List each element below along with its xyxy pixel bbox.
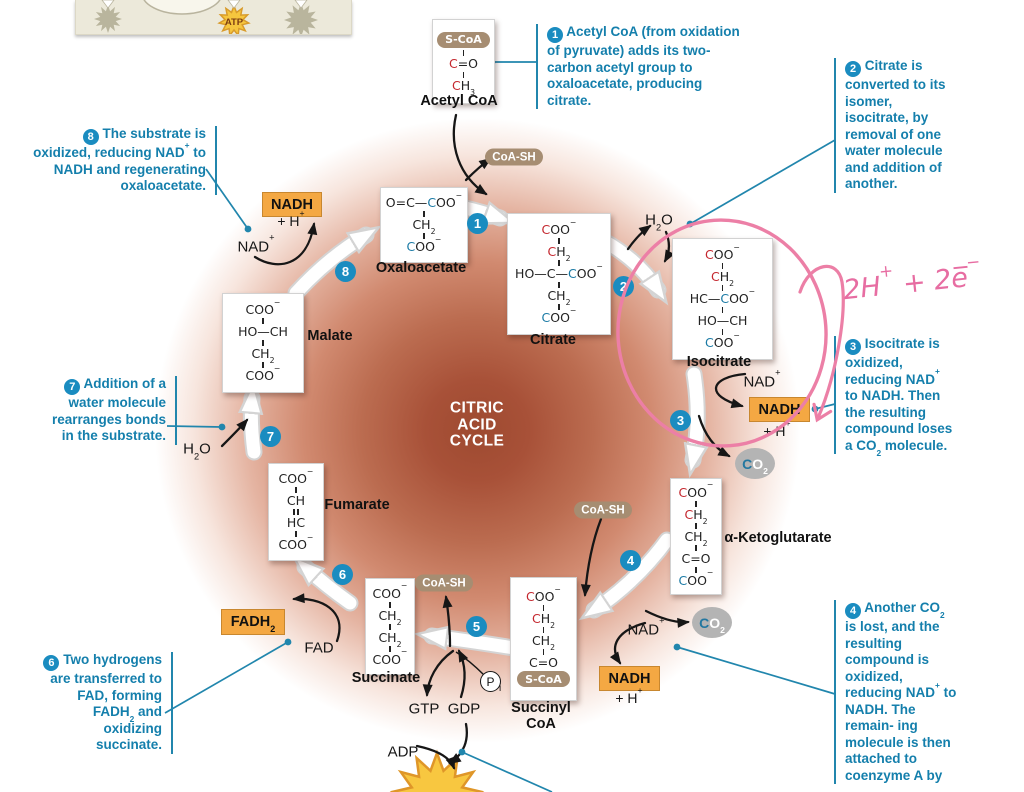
cycle-title-line: ACID: [457, 415, 497, 433]
callout-1: 1 Acetyl CoA (from oxidation of pyruvate…: [536, 24, 741, 110]
inset-graphics: ATP: [94, 0, 318, 34]
h2o-label: H2O: [645, 211, 673, 233]
step-badge-3: 3: [670, 410, 691, 431]
nad-plus-label: NAD+: [743, 367, 781, 391]
pi-icon: P: [480, 671, 501, 692]
molecule-label-malate: Malate: [307, 328, 353, 344]
inset-atp-label: ATP: [225, 17, 244, 28]
inset-cycle-oval: [143, 0, 221, 15]
coash-pill-3: CoA-SH: [415, 574, 473, 592]
callout-7: 7 Addition of a water molecule rearrange…: [48, 376, 177, 445]
nadh-box-1: NADH: [262, 192, 322, 217]
output-starburst-icon: [284, 3, 318, 34]
h2o-label: H2O: [183, 440, 211, 462]
nadh-label: NADH: [608, 670, 651, 687]
molecule-label-oxaloacetate: Oxaloacetate: [375, 260, 467, 276]
pi-subscript: i: [499, 683, 502, 694]
step-badge-8: 8: [335, 261, 356, 282]
co2-badge-1: CO2: [735, 448, 775, 479]
nadh-box-3: NADH: [599, 666, 660, 691]
step-badge-2: 2: [613, 276, 634, 297]
callout-6: 6 Two hydrogens are transferred to FAD, …: [36, 652, 173, 754]
atp-starburst-icon: [217, 3, 251, 34]
step-badge-6: 6: [332, 564, 353, 585]
coash-pill-1: CoA-SH: [485, 148, 543, 166]
molecule-label-isocitrate: Isocitrate: [686, 354, 752, 370]
down-arrow-icon: [227, 0, 241, 9]
step-badge-7: 7: [260, 426, 281, 447]
fadh2-box: FADH2: [221, 609, 285, 635]
fad-label: FAD: [304, 639, 334, 657]
plus-h-label: + H+: [763, 418, 791, 439]
step-badge-4: 4: [620, 550, 641, 571]
molecule-label-succinyl-coa: Succinyl CoA: [511, 700, 571, 732]
molecule-label-alpha-ketoglutarate: α-Ketoglutarate: [724, 530, 832, 546]
coash-pill-2: CoA-SH: [574, 501, 632, 519]
nadh-box-2: NADH: [749, 397, 810, 422]
gdp-label: GDP: [447, 700, 481, 718]
plus-h-label: + H+: [615, 685, 643, 706]
cycle-title-line: CITRIC: [449, 399, 505, 417]
callout-4: 4 Another CO2 is lost, and the resulting…: [834, 600, 959, 785]
handwritten-note: 2H+ + 2e̅−: [841, 250, 982, 307]
step-badge-5: 5: [466, 616, 487, 637]
cycle-title-line: CYCLE: [449, 432, 505, 450]
nadh-label: NADH: [758, 401, 801, 418]
pi-label: P: [486, 674, 495, 689]
callout-2: 2 Citrate is converted to its isomer, is…: [834, 58, 947, 193]
co2-label: CO2: [742, 455, 768, 477]
inset-overview-strip: ATP: [75, 0, 352, 35]
adp-label: ADP: [387, 743, 419, 761]
co2-label: CO2: [699, 614, 725, 636]
nad-plus-label: NAD+: [237, 232, 275, 256]
down-arrow-icon: [101, 0, 115, 9]
molecule-label-acetyl-coa: Acetyl CoA: [420, 93, 498, 109]
plus-h-label: + H+: [277, 208, 305, 229]
callout-3: 3 Isocitrate is oxidized, reducing NAD+ …: [834, 336, 955, 457]
callout-8: 8 The substrate is oxidized, reducing NA…: [24, 126, 217, 195]
step-badge-1: 1: [467, 213, 488, 234]
molecule-label-citrate: Citrate: [530, 332, 576, 348]
molecule-label-fumarate: Fumarate: [324, 497, 390, 513]
co2-badge-2: CO2: [692, 607, 732, 638]
cycle-title: CITRIC ACID CYCLE: [450, 400, 505, 450]
nad-plus-label: NAD+: [627, 615, 665, 639]
nadh-label: NADH: [271, 196, 313, 213]
molecule-label-succinate: Succinate: [351, 670, 421, 686]
down-arrow-icon: [294, 0, 308, 9]
gtp-label: GTP: [408, 700, 440, 718]
fadh2-label: FADH2: [230, 614, 276, 635]
output-starburst-icon: [94, 5, 122, 33]
